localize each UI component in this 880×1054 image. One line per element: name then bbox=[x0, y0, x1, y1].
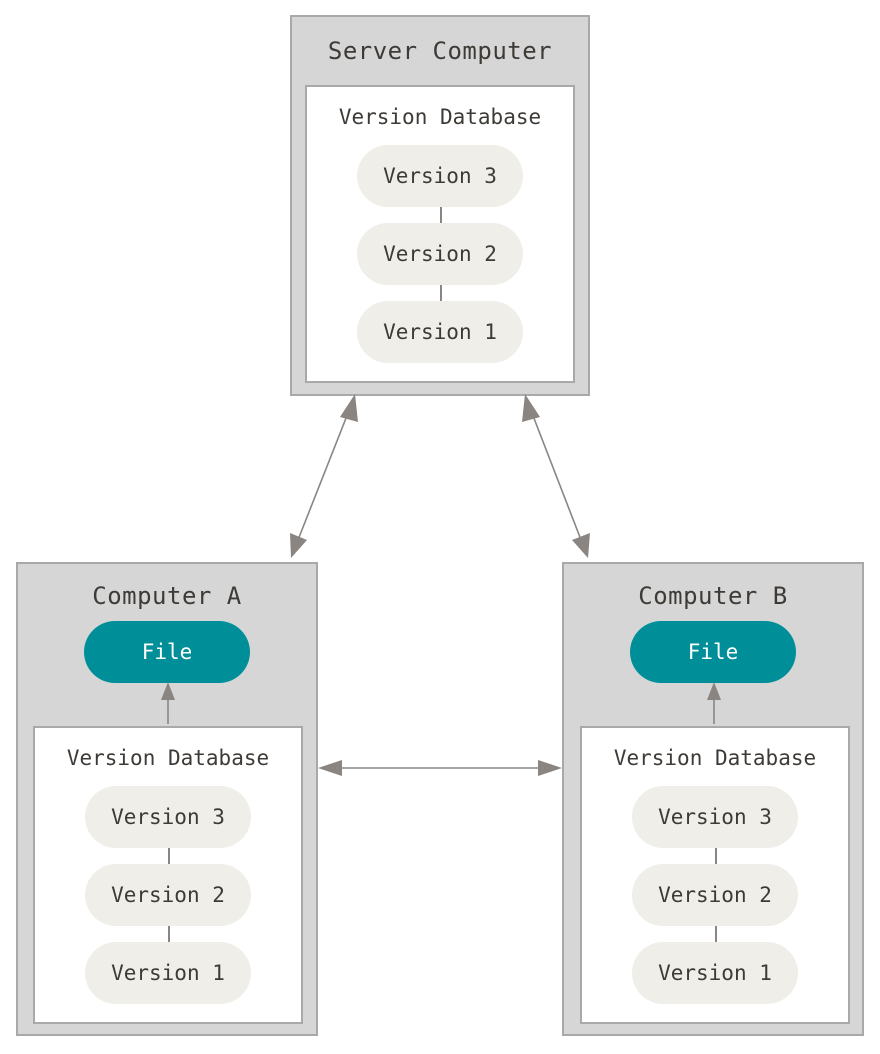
server-link-3-2 bbox=[440, 207, 442, 223]
server-computer: Server Computer Version Database Version… bbox=[290, 15, 590, 396]
computer-a-version-3: Version 3 bbox=[85, 786, 251, 848]
arrowhead-server-end-a bbox=[340, 394, 358, 422]
computer-a-title: Computer A bbox=[92, 582, 242, 610]
computer-b-version-1: Version 1 bbox=[632, 942, 798, 1004]
server-version-3: Version 3 bbox=[357, 145, 523, 207]
computer-b-link-2-1 bbox=[715, 926, 717, 942]
server-computer-title: Server Computer bbox=[327, 37, 553, 65]
computer-b: Computer B File Version Database Version… bbox=[562, 562, 864, 1036]
computer-b-version-3: Version 3 bbox=[632, 786, 798, 848]
computer-a-link-3-2 bbox=[168, 848, 170, 864]
computer-b-version-database: Version Database Version 3 Version 2 Ver… bbox=[580, 726, 850, 1024]
arrow-server-computer-a bbox=[295, 407, 351, 546]
arrowhead-b-file bbox=[707, 682, 721, 700]
arrow-server-computer-b bbox=[529, 407, 584, 546]
computer-a-db-title: Version Database bbox=[66, 746, 270, 770]
arrowhead-b-side bbox=[538, 760, 562, 776]
server-db-title: Version Database bbox=[338, 105, 542, 129]
arrowhead-server-end-b bbox=[522, 394, 540, 422]
computer-a-file: File bbox=[84, 621, 250, 683]
arrowhead-a-side bbox=[318, 760, 342, 776]
arrowhead-computer-b-end bbox=[572, 533, 590, 558]
computer-a-version-1: Version 1 bbox=[85, 942, 251, 1004]
server-version-1: Version 1 bbox=[357, 301, 523, 363]
computer-a-version-2: Version 2 bbox=[85, 864, 251, 926]
computer-b-link-3-2 bbox=[715, 848, 717, 864]
computer-a-link-2-1 bbox=[168, 926, 170, 942]
server-version-database: Version Database Version 3 Version 2 Ver… bbox=[305, 85, 575, 383]
arrowhead-computer-a-end bbox=[290, 533, 307, 558]
computer-b-file: File bbox=[630, 621, 796, 683]
computer-b-db-title: Version Database bbox=[613, 746, 817, 770]
computer-a: Computer A File Version Database Version… bbox=[16, 562, 318, 1036]
computer-a-version-database: Version Database Version 3 Version 2 Ver… bbox=[33, 726, 303, 1024]
computer-b-version-2: Version 2 bbox=[632, 864, 798, 926]
computer-b-title: Computer B bbox=[638, 582, 788, 610]
server-link-2-1 bbox=[440, 285, 442, 301]
server-version-2: Version 2 bbox=[357, 223, 523, 285]
arrowhead-a-file bbox=[161, 682, 175, 700]
